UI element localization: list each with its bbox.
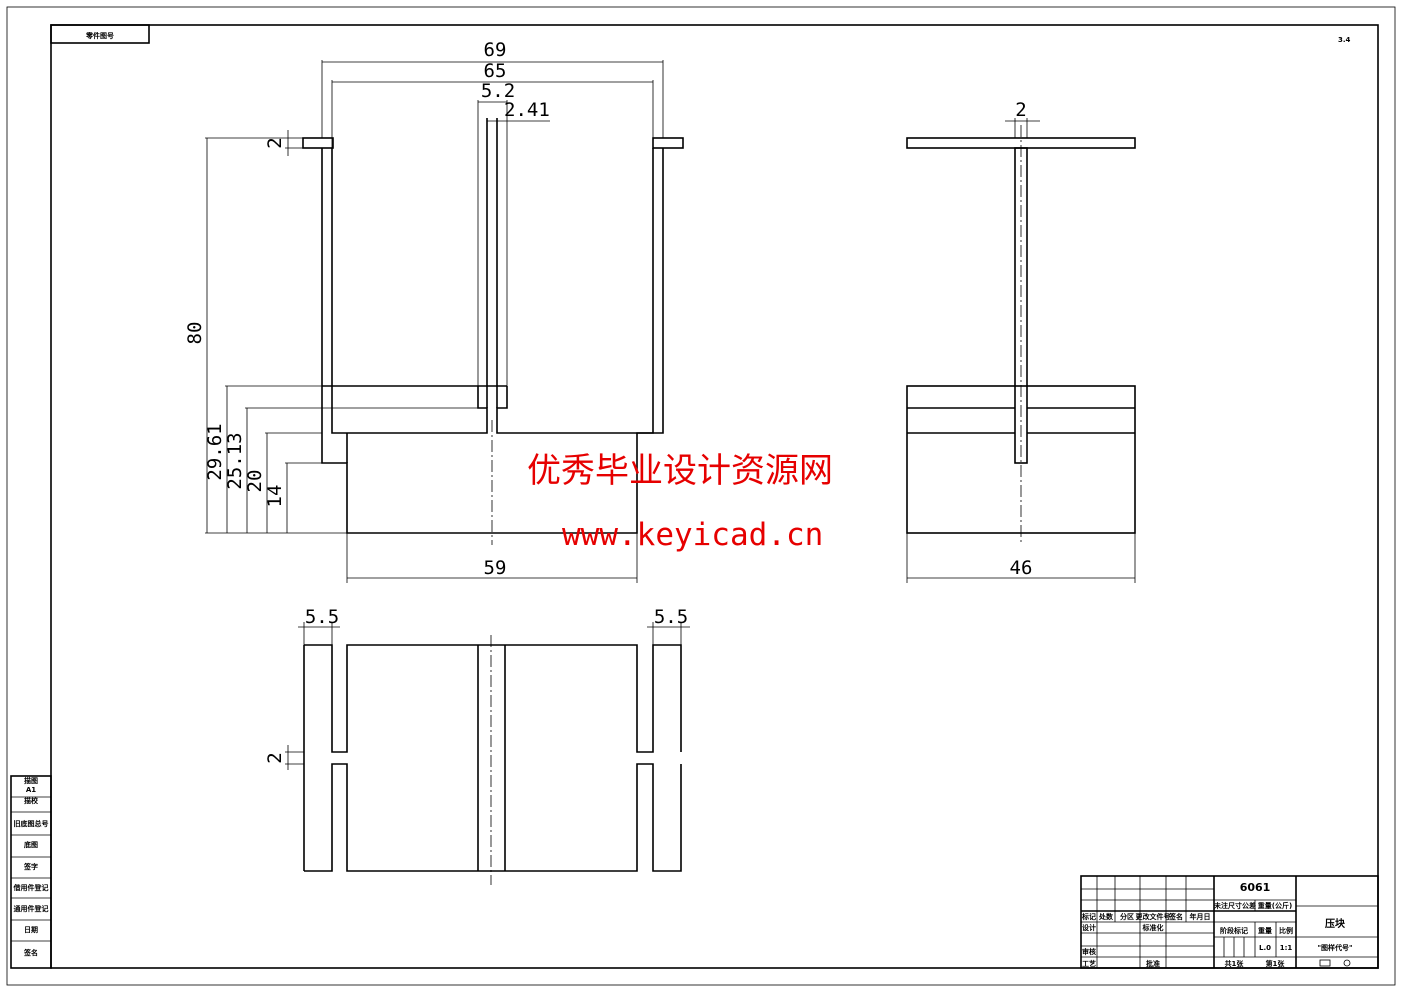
dim-5-2: 5.2 <box>481 80 515 102</box>
strip-text: 签名 <box>23 948 38 957</box>
standard-label: 标准化 <box>1142 923 1164 932</box>
dim-5-5-left: 5.5 <box>305 606 339 628</box>
part-name: 压块 <box>1325 917 1346 930</box>
scale-value: 1:1 <box>1280 944 1293 952</box>
process-label: 工艺 <box>1082 959 1096 968</box>
header-cell: 签名 <box>1168 912 1183 921</box>
sheet-no: 第1张 <box>1266 959 1286 968</box>
plan-view: 5.5 5.5 2 <box>264 606 690 885</box>
drawing-label: 零件图号 <box>85 31 114 40</box>
inner-frame <box>50 24 1379 969</box>
dim-69: 69 <box>484 39 507 61</box>
dim-5-5-right: 5.5 <box>654 606 688 628</box>
strip-text: 签字 <box>23 862 38 871</box>
dim-59: 59 <box>484 557 507 579</box>
title-block: 6061 未注尺寸公差 重量(公斤) 标记 处数 分区 更改文件号 签名 年月日… <box>1080 875 1379 969</box>
stage-mark-label: 阶段标记 <box>1220 926 1248 935</box>
drawing-label-box <box>50 24 150 44</box>
strip-text: 底图 <box>24 840 38 849</box>
dim-25-13: 25.13 <box>224 432 246 489</box>
strip-text: 借用件登记 <box>13 883 49 892</box>
watermark-url: www.keyicad.cn <box>562 517 824 553</box>
dim-46: 46 <box>1010 557 1033 579</box>
dim-plan-2: 2 <box>264 752 286 763</box>
dim-14: 14 <box>264 485 286 508</box>
dim-29-61: 29.61 <box>204 423 226 480</box>
weight-value: L.0 <box>1259 944 1271 952</box>
approve-label: 批准 <box>1146 959 1160 968</box>
projection-symbol-icon <box>1319 959 1351 967</box>
strip-text: 描图 <box>24 776 38 785</box>
header-cell: 分区 <box>1120 912 1134 921</box>
weight-header: 重量 <box>1258 926 1272 935</box>
side-view: 2 46 <box>906 99 1136 583</box>
strip-text: 日期 <box>24 925 38 934</box>
weight-label: 重量(公斤) <box>1258 901 1292 910</box>
outer-border <box>6 6 1396 986</box>
header-cell: 年月日 <box>1190 912 1211 921</box>
sheets-total: 共1张 <box>1225 959 1245 968</box>
dim-65: 65 <box>484 60 507 82</box>
strip-text: 旧底图总号 <box>14 819 49 828</box>
scale-header: 比例 <box>1279 926 1293 935</box>
strip-text: 描校 <box>24 796 39 805</box>
design-label: 设计 <box>1082 923 1096 932</box>
dim-80: 80 <box>184 322 206 345</box>
header-cell: 处数 <box>1098 912 1114 921</box>
side-strip: 描图 A1 描校 旧底图总号 底图 签字 借用件登记 通用件登记 日期 签名 <box>10 775 52 969</box>
strip-text: 通用件登记 <box>14 904 49 913</box>
front-view: 69 65 5.2 2.41 2 80 29.61 25.13 20 14 59 <box>184 39 684 583</box>
header-cell: 更改文件号 <box>1136 912 1171 921</box>
watermark-title: 优秀毕业设计资源网 <box>527 451 833 491</box>
material: 6061 <box>1240 881 1271 894</box>
dim-side-2: 2 <box>1015 99 1026 121</box>
dim-flange-2: 2 <box>264 137 286 148</box>
dim-2-41: 2.41 <box>504 99 550 121</box>
header-cell: 标记 <box>1081 912 1096 921</box>
drawing-code: "图样代号" <box>1317 943 1352 952</box>
unmarked-tolerance: 未注尺寸公差 <box>1214 901 1256 910</box>
corner-mark: 3.4 <box>1338 36 1351 44</box>
review-label: 审核 <box>1082 947 1096 956</box>
strip-text: A1 <box>26 786 36 794</box>
dim-20: 20 <box>244 470 266 493</box>
